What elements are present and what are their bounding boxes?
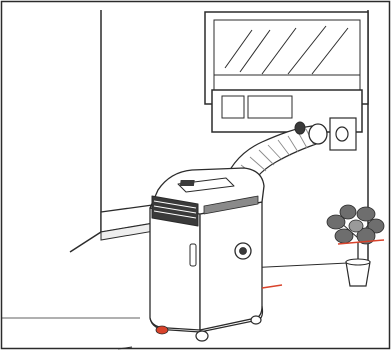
potted-plant-icon	[327, 205, 384, 286]
window-icon	[205, 12, 368, 150]
ac-side-panel	[150, 208, 200, 330]
plant-pot-rim	[346, 259, 370, 265]
ac-display	[180, 180, 195, 186]
wall-floor-corner	[70, 232, 101, 252]
plant-leaves	[327, 205, 384, 244]
wheel-front-left	[156, 326, 168, 334]
hose-window-adapter	[309, 124, 327, 144]
hose-connector	[295, 122, 305, 134]
leaf	[340, 205, 356, 219]
leaf	[349, 220, 363, 232]
plant-pot	[346, 262, 370, 286]
leaf	[357, 207, 375, 221]
wheel-front-right	[196, 331, 208, 341]
air-conditioner-icon	[150, 168, 264, 341]
floor-accent-mark	[262, 285, 282, 288]
ac-hose-port-center	[240, 248, 247, 255]
leaf	[335, 229, 353, 243]
ac-side-handle	[190, 244, 196, 266]
window-vent-hole	[336, 127, 348, 141]
wheel-back-right	[251, 316, 261, 324]
ac-front-panel	[200, 202, 262, 330]
